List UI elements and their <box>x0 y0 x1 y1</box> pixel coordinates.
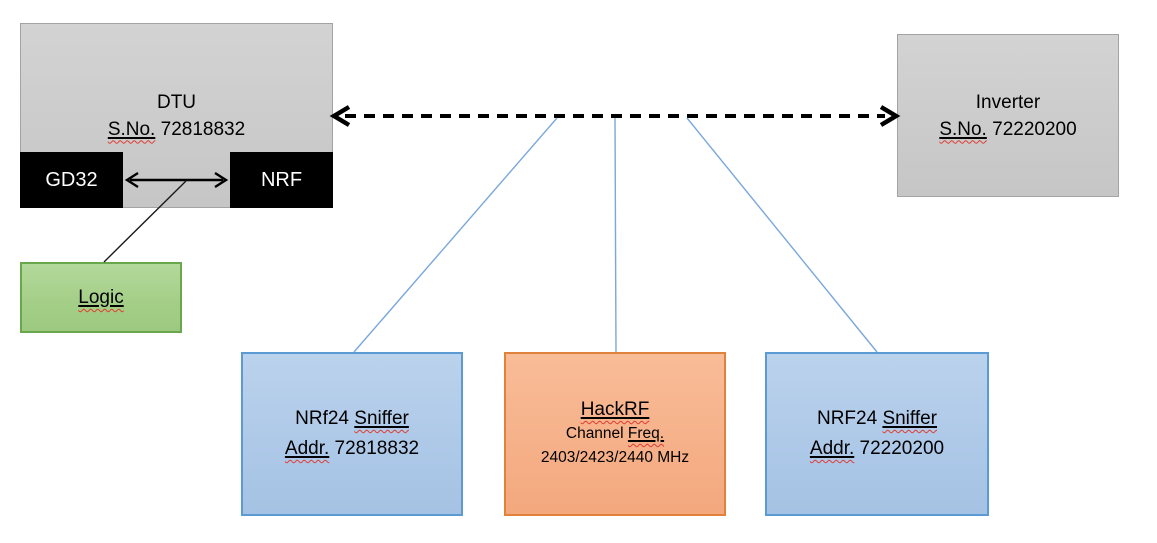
sniffer-left-line1: NRf24 Sniffer <box>295 408 409 429</box>
logic-label: Logic <box>78 287 124 308</box>
dtu-title: DTU <box>156 91 197 113</box>
dtu-inverter-dashed-arrow <box>329 105 901 127</box>
sniffer-right-box: NRF24 Sniffer Addr. 72220200 <box>765 352 989 516</box>
inverter-serial: S.No. 72220200 <box>939 116 1076 143</box>
inverter-serial-label: S.No. <box>939 118 987 140</box>
sniffer-right-line1: NRF24 Sniffer <box>816 408 938 429</box>
inverter-box: Inverter S.No. 72220200 <box>897 34 1119 197</box>
inverter-serial-value: 72220200 <box>986 118 1077 140</box>
dtu-serial-label: S.No. <box>107 118 156 140</box>
hackrf-title: HackRF <box>580 399 650 420</box>
sniffer-left-connector-line <box>353 117 558 353</box>
nrf-label: NRF <box>260 168 303 191</box>
nrf-box: NRF <box>230 152 333 208</box>
gd32-box: GD32 <box>20 152 123 208</box>
logic-box: Logic <box>20 262 182 333</box>
sniffer-left-box: NRf24 Sniffer Addr. 72818832 <box>241 352 463 516</box>
sniffer-left-line2: Addr. 72818832 <box>284 438 420 459</box>
hackrf-box: HackRF Channel Freq. 2403/2423/2440 MHz <box>504 352 726 516</box>
dtu-serial-value: 72818832 <box>155 118 246 140</box>
arrowhead-right-icon <box>879 105 901 127</box>
inverter-title: Inverter <box>975 91 1041 113</box>
gd32-label: GD32 <box>45 168 98 191</box>
sniffer-right-line2: Addr. 72220200 <box>809 438 945 459</box>
arrowhead-left-icon <box>329 105 351 127</box>
dtu-serial: S.No. 72818832 <box>108 116 245 143</box>
hackrf-frequencies: 2403/2423/2440 MHz <box>540 449 690 466</box>
hackrf-channel-freq: Channel Freq. <box>565 425 665 442</box>
sniffer-right-connector-line <box>686 117 878 353</box>
hackrf-connector-line <box>614 117 617 353</box>
